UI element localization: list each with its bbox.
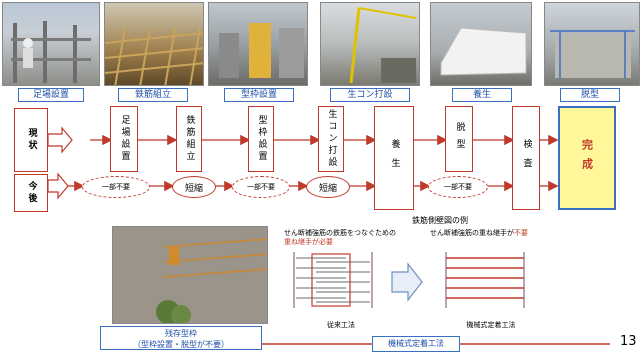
step-caption-scaffolding: 足場設置 bbox=[18, 88, 84, 102]
current-step-inspection: 検査 bbox=[512, 106, 540, 210]
curing-sheet-illustration bbox=[440, 27, 527, 76]
complete-box: 完成 bbox=[558, 106, 616, 210]
future-step-partial-2: 一部不要 bbox=[232, 176, 290, 198]
rebar-illustration bbox=[105, 27, 203, 85]
current-step-removal: 脱型 bbox=[445, 106, 473, 172]
future-step-partial-3: 一部不要 bbox=[428, 176, 488, 198]
diagram-right-note: せん断補強筋の重ね継手が不要 bbox=[430, 228, 560, 238]
step-caption-curing: 養生 bbox=[452, 88, 512, 102]
crane-illustration bbox=[349, 7, 417, 84]
page-number: 13 bbox=[620, 334, 637, 349]
right-note-red: 不要 bbox=[514, 229, 528, 237]
future-step-partial-1: 一部不要 bbox=[82, 176, 150, 198]
row-label-future: 今後 bbox=[14, 174, 48, 212]
photo-scaffolding bbox=[2, 2, 100, 86]
diagram-title: 鉄筋側壁図の例 bbox=[412, 216, 468, 225]
current-step-pour: 生コン打設 bbox=[318, 106, 344, 172]
photo-formwork bbox=[208, 2, 308, 86]
residual-formwork-illustration bbox=[113, 227, 267, 323]
diagram-left-note-2: 重ね継手が必要 bbox=[284, 238, 333, 246]
residual-formwork-caption: 残存型枠 （型枠設置・脱型が不要） bbox=[100, 326, 262, 350]
step-caption-rebar: 鉄筋組立 bbox=[118, 88, 188, 102]
rebar-diagram-right bbox=[445, 252, 525, 308]
future-step-shorten-1: 短縮 bbox=[172, 176, 216, 198]
wall-illustration bbox=[550, 30, 635, 78]
photo-form-removal bbox=[544, 2, 640, 86]
rebar-diagram-left bbox=[293, 252, 373, 308]
row-label-current: 現状 bbox=[14, 108, 48, 172]
current-step-formwork: 型枠設置 bbox=[248, 106, 274, 172]
caption-line-1: 残存型枠 bbox=[165, 329, 197, 338]
current-step-curing: 養生 bbox=[374, 106, 414, 210]
scaffolding-illustration bbox=[11, 21, 91, 83]
photo-rebar bbox=[104, 2, 204, 86]
future-step-shorten-2: 短縮 bbox=[306, 176, 350, 198]
photo-concrete-pour bbox=[320, 2, 420, 86]
right-diagram-caption: 機械式定着工法 bbox=[466, 321, 516, 329]
left-diagram-caption: 従来工法 bbox=[327, 321, 355, 329]
caption-line-2: （型枠設置・脱型が不要） bbox=[133, 340, 229, 349]
formwork-illustration bbox=[219, 23, 304, 78]
diagram-left-note-1: せん断補強筋の鉄筋をつなぐための bbox=[284, 229, 396, 237]
photo-residual-formwork bbox=[112, 226, 268, 324]
method-label-box: 機械式定着工法 bbox=[372, 336, 460, 352]
step-caption-formwork: 型枠設置 bbox=[224, 88, 294, 102]
step-caption-pour: 生コン打設 bbox=[330, 88, 410, 102]
current-step-rebar: 鉄筋組立 bbox=[176, 106, 202, 172]
right-note-prefix: せん断補強筋の重ね継手が bbox=[430, 229, 514, 237]
current-step-scaffolding: 足場設置 bbox=[110, 106, 138, 172]
step-caption-removal: 脱型 bbox=[560, 88, 620, 102]
photo-curing bbox=[430, 2, 532, 86]
